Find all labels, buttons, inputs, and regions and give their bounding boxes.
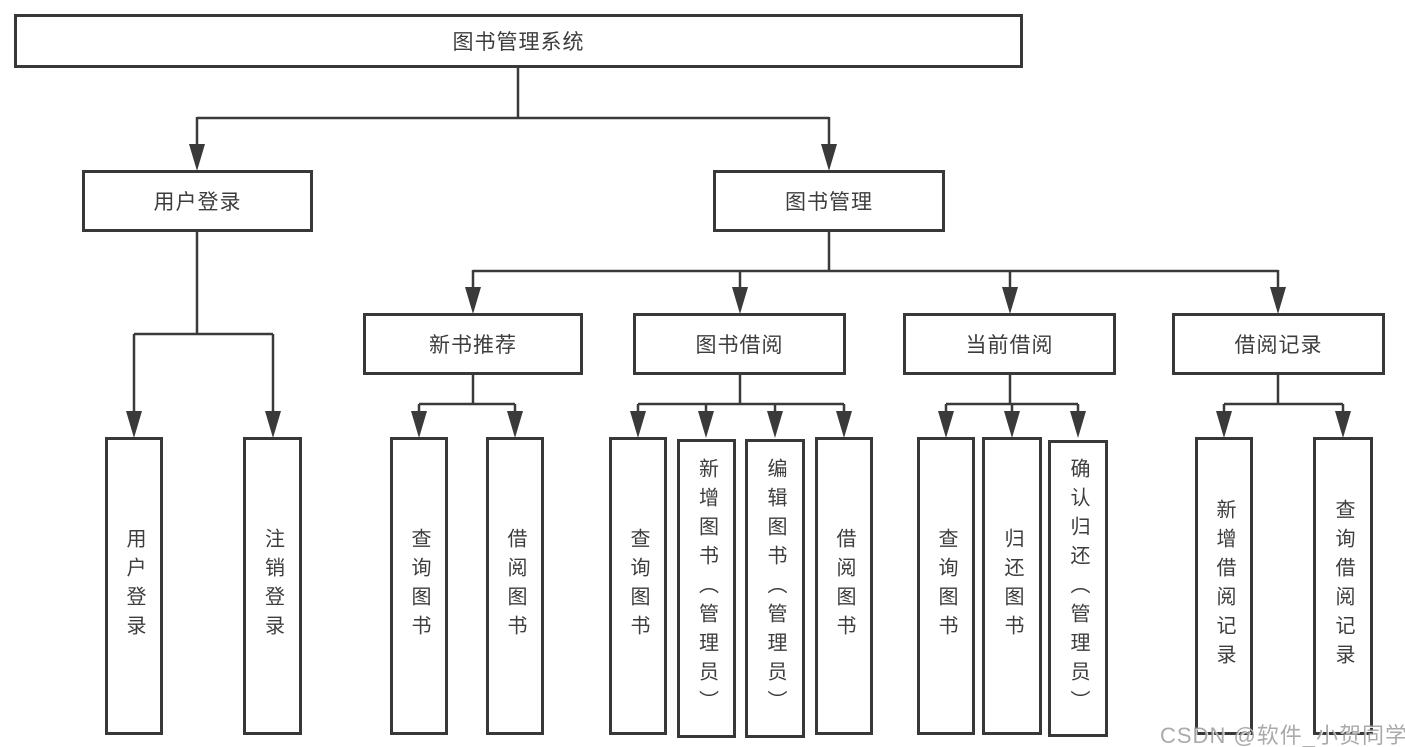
node-query-books-recommend-label: 查询图书 — [408, 528, 430, 644]
node-edit-books-admin: 编辑图书（管理员） — [745, 439, 805, 738]
node-add-borrow-record-label: 新增借阅记录 — [1213, 499, 1235, 673]
node-add-books-admin: 新增图书（管理员） — [677, 439, 736, 738]
node-confirm-return-admin-label: 确认归还（管理员） — [1067, 458, 1089, 719]
node-logout-leaf-label: 注销登录 — [261, 528, 284, 644]
node-query-books-current: 查询图书 — [917, 437, 975, 735]
node-confirm-return-admin: 确认归还（管理员） — [1048, 440, 1108, 737]
node-return-books: 归还图书 — [982, 437, 1042, 735]
node-query-books-borrowing-label: 查询图书 — [627, 528, 649, 644]
node-book-borrowing-label: 图书借阅 — [695, 334, 784, 357]
node-user-login-leaf: 用户登录 — [105, 437, 163, 735]
node-book-management-label: 图书管理 — [785, 191, 873, 214]
node-query-borrow-record-label: 查询借阅记录 — [1332, 499, 1354, 673]
node-new-book-recommend: 新书推荐 — [363, 313, 583, 375]
node-query-books-borrowing: 查询图书 — [609, 437, 667, 735]
node-current-borrowing-label: 当前借阅 — [965, 334, 1054, 357]
node-user-login-branch-label: 用户登录 — [153, 191, 242, 214]
node-query-books-recommend: 查询图书 — [390, 437, 448, 735]
node-user-login-branch: 用户登录 — [82, 170, 313, 232]
node-library-system: 图书管理系统 — [14, 14, 1023, 68]
node-borrow-books-leaf: 借阅图书 — [815, 437, 873, 735]
node-add-books-admin-label: 新增图书（管理员） — [695, 458, 718, 719]
node-user-login-leaf-label: 用户登录 — [123, 528, 145, 644]
node-book-borrowing: 图书借阅 — [633, 313, 846, 375]
node-library-system-label: 图书管理系统 — [452, 31, 585, 54]
arrowheads — [126, 144, 1351, 438]
node-query-borrow-record: 查询借阅记录 — [1313, 437, 1373, 735]
node-borrow-books-recommend: 借阅图书 — [486, 437, 544, 735]
node-current-borrowing: 当前借阅 — [903, 313, 1116, 375]
node-logout-leaf: 注销登录 — [243, 437, 302, 735]
csdn-watermark: CSDN @软件_小贺同学 — [1160, 723, 1405, 747]
node-borrow-books-leaf-label: 借阅图书 — [833, 528, 855, 644]
node-query-books-current-label: 查询图书 — [935, 528, 957, 644]
node-edit-books-admin-label: 编辑图书（管理员） — [764, 458, 786, 719]
node-borrow-books-recommend-label: 借阅图书 — [504, 528, 526, 644]
node-borrowing-records: 借阅记录 — [1172, 313, 1385, 375]
node-new-book-recommend-label: 新书推荐 — [429, 334, 517, 357]
node-book-management: 图书管理 — [713, 170, 945, 232]
node-return-books-label: 归还图书 — [1001, 528, 1023, 644]
node-borrowing-records-label: 借阅记录 — [1234, 334, 1323, 357]
node-add-borrow-record: 新增借阅记录 — [1195, 437, 1253, 735]
